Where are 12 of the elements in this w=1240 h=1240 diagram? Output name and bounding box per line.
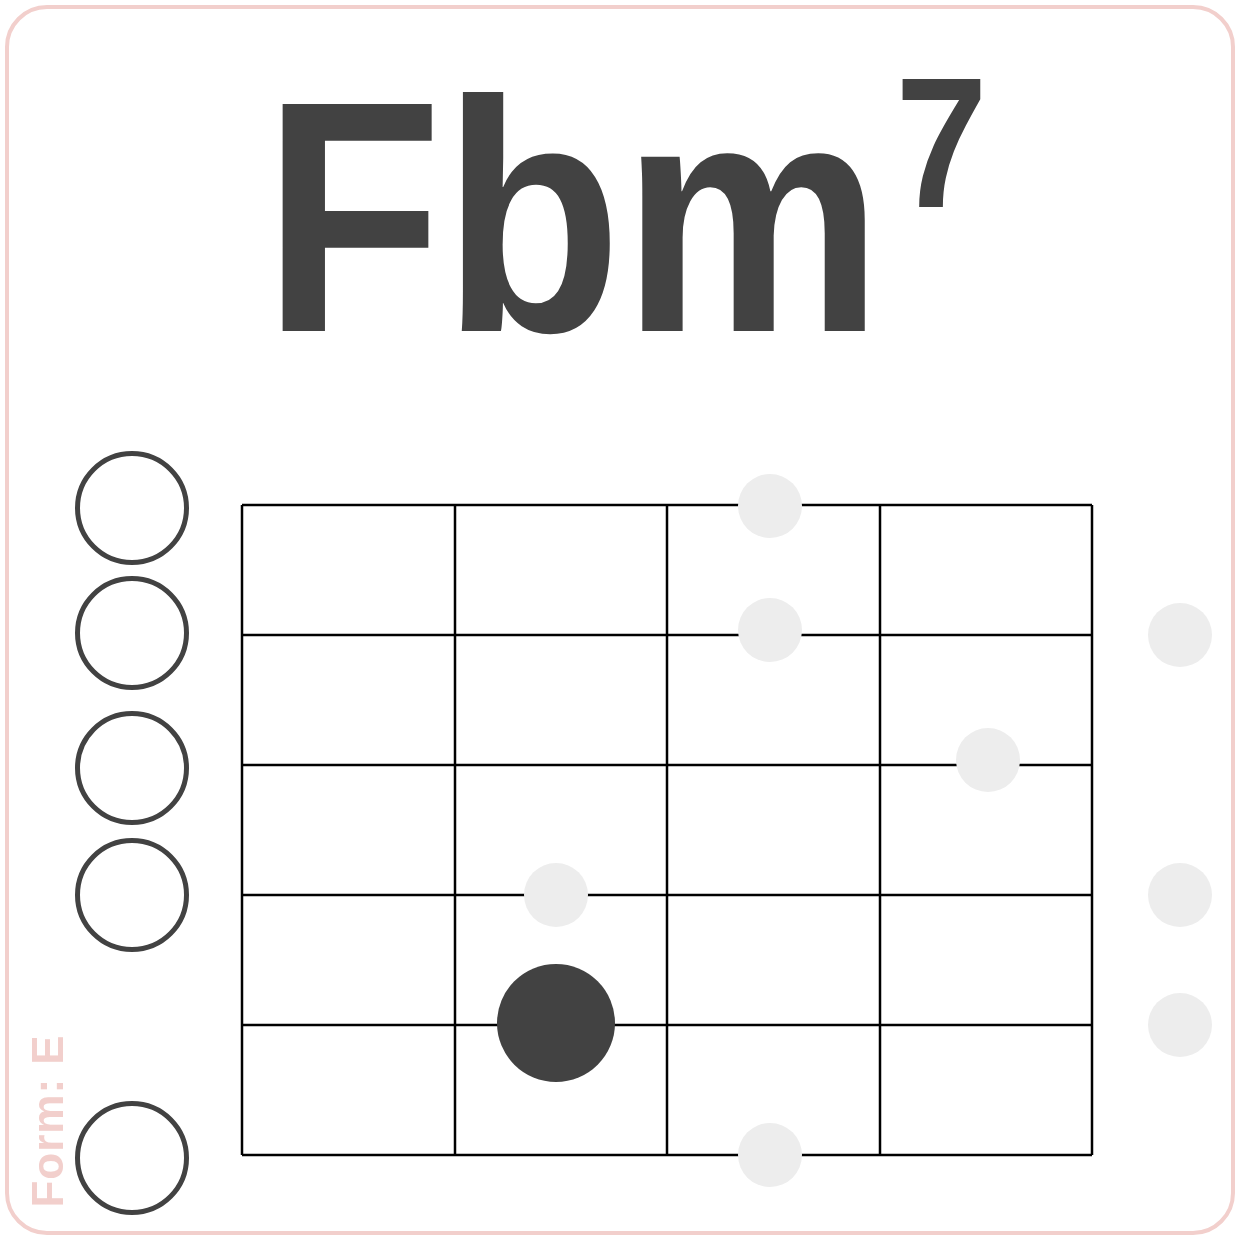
ring-icon xyxy=(75,576,189,690)
ring-icon xyxy=(75,451,189,565)
chord-title: Fbm$^{7}$ xyxy=(263,52,988,382)
ring-icon xyxy=(75,1101,189,1215)
note-dot-icon xyxy=(738,474,802,538)
note-dot-icon xyxy=(524,863,588,927)
ring-icon xyxy=(75,838,189,952)
note-dot-icon xyxy=(738,1123,802,1187)
note-dot-icon xyxy=(956,728,1020,792)
finger-dot-icon xyxy=(497,964,615,1082)
note-dot-icon xyxy=(738,598,802,662)
ring-icon xyxy=(75,711,189,825)
